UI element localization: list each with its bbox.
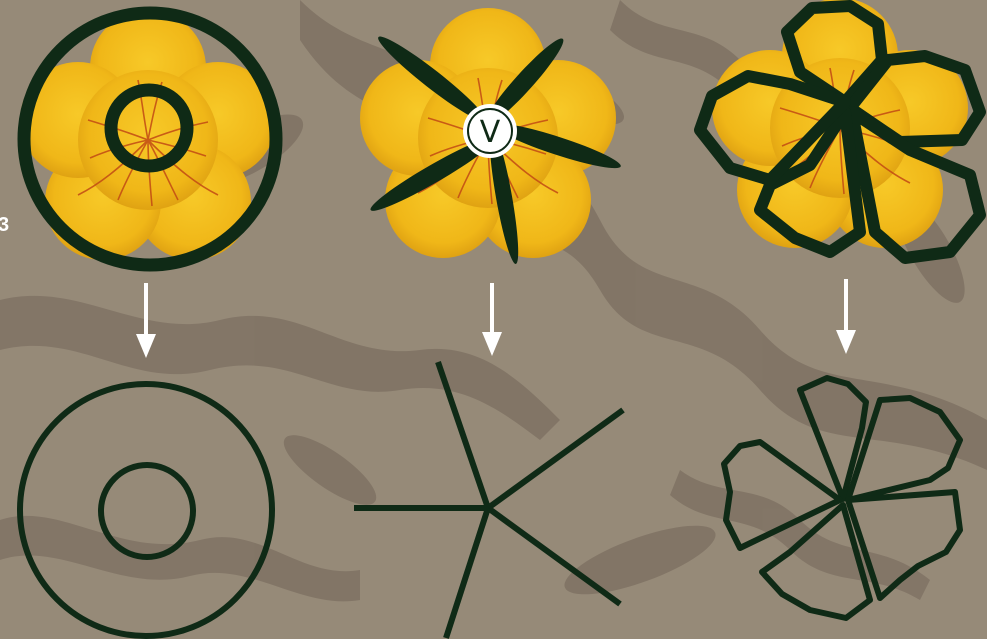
badge-letter: V (480, 115, 501, 150)
side-label: 3 (0, 214, 9, 237)
center-badge: V (463, 104, 517, 158)
